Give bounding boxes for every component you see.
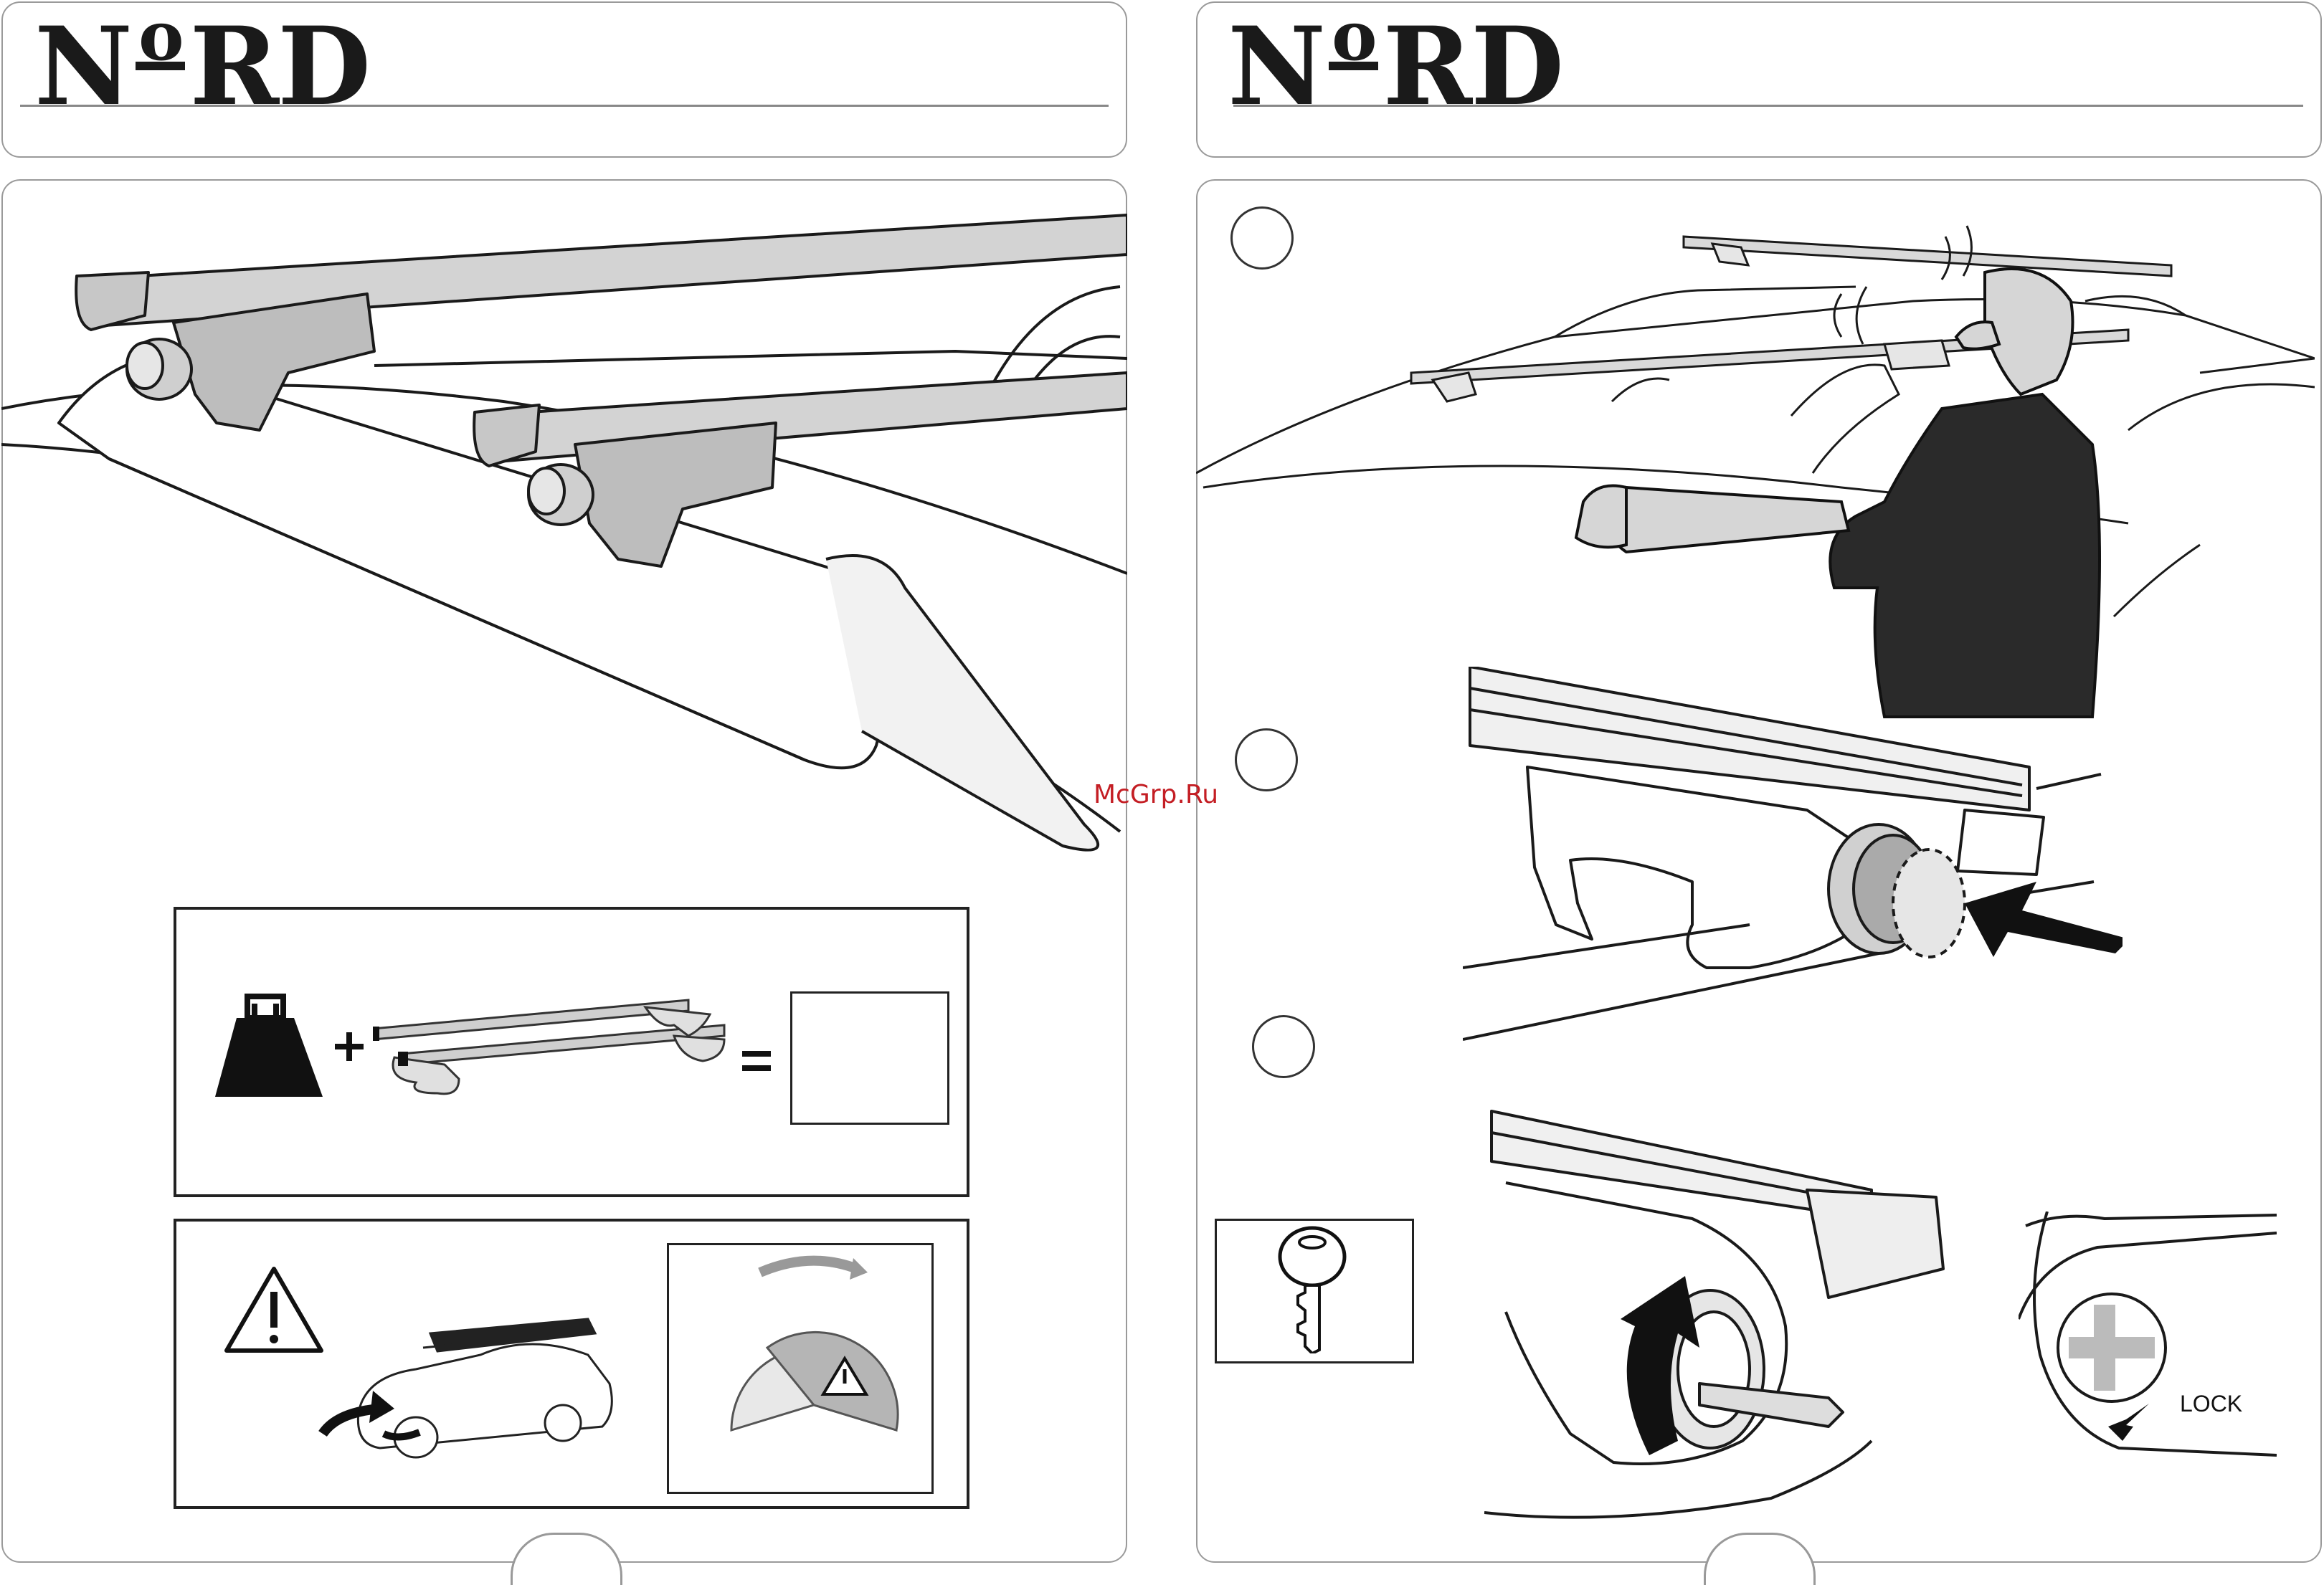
- foot-install-illustration: [1463, 667, 2123, 1075]
- weight-icon: [215, 989, 330, 1104]
- right-logo-n: N: [1228, 4, 1324, 130]
- step-3-circle: [1252, 1015, 1315, 1078]
- watermark: McGrp.Ru: [1094, 780, 1218, 809]
- max-load-value-box: [790, 991, 949, 1125]
- left-logo-o: o: [136, 11, 185, 70]
- key-icon: [1273, 1224, 1352, 1353]
- roof-rack-illustration: [1, 186, 1127, 860]
- lock-closeup-illustration: [2019, 1211, 2277, 1462]
- warning-icon: [222, 1263, 326, 1356]
- right-header-rule: [1233, 105, 2303, 107]
- equals-sign-icon: [739, 1047, 774, 1075]
- roof-bars-icon: [373, 986, 731, 1100]
- plus-sign-icon: [331, 1029, 367, 1065]
- right-logo-o: o: [1329, 11, 1378, 70]
- lock-key-illustration: [1484, 1097, 1958, 1527]
- left-header-rule: [20, 105, 1109, 107]
- speedometer-icon: [724, 1251, 903, 1437]
- left-logo-n: N: [34, 4, 131, 130]
- person-checking-rack-illustration: [1196, 215, 2315, 731]
- step-2-circle: [1235, 728, 1298, 791]
- car-icon: [316, 1305, 624, 1462]
- lock-label: LOCK: [2180, 1391, 2242, 1417]
- left-logo-rd: RD: [189, 4, 369, 130]
- right-logo-rd: RD: [1382, 4, 1562, 130]
